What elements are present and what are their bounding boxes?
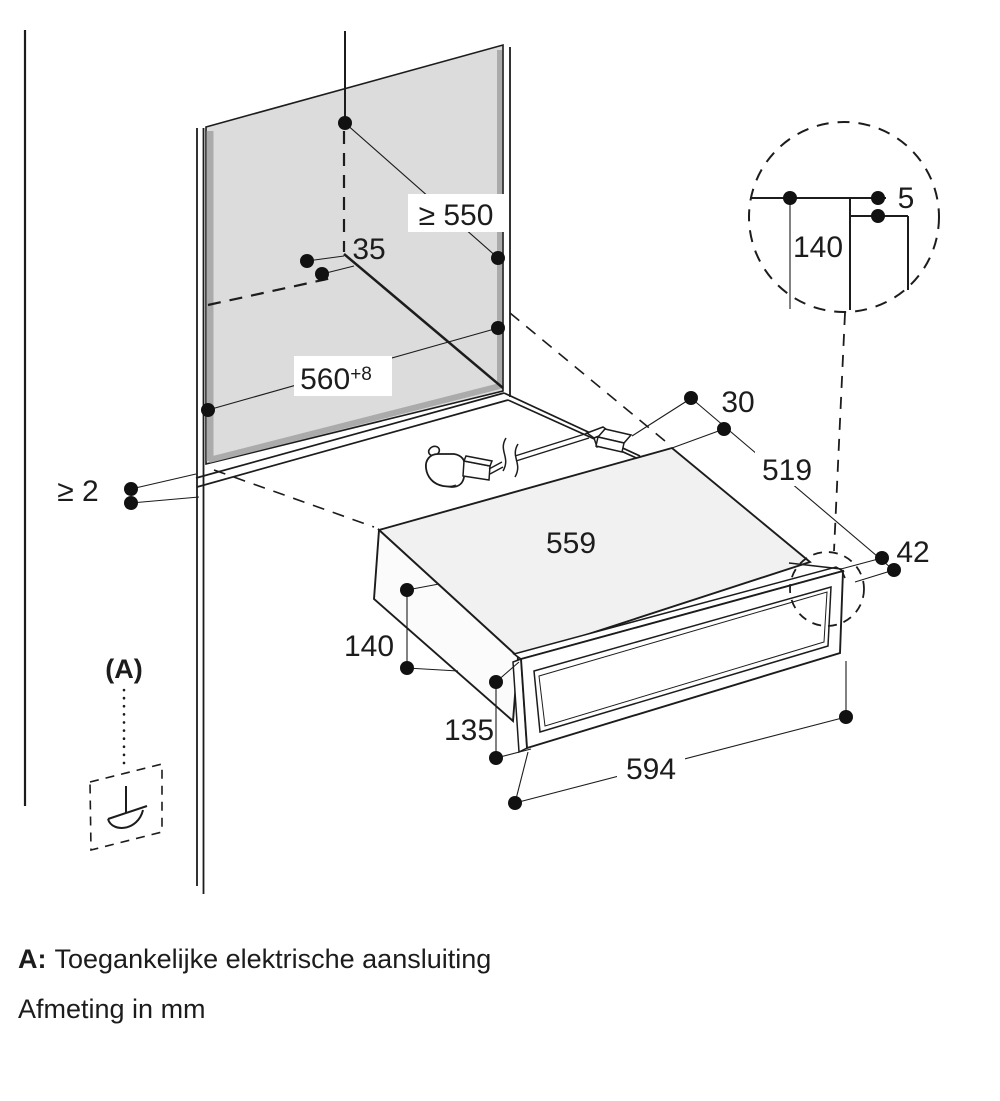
dot: [338, 116, 352, 130]
dot: [489, 751, 503, 765]
front-panel-inner-frame: [533, 585, 832, 733]
dot: [871, 209, 885, 223]
bg-niche-width: [294, 356, 392, 396]
label-backgrounds: [294, 194, 819, 785]
label-niche-width: 560+8: [300, 363, 372, 396]
section-a: (A): [89, 654, 163, 852]
front-panel-face: [519, 569, 844, 750]
dimension-dots: [124, 116, 901, 810]
projection-line-right: [509, 312, 666, 442]
detail-connector-line: [833, 312, 846, 552]
connector-right-front: [595, 436, 625, 453]
front-panel-glass-edge: [538, 591, 828, 727]
label-connection-offset: 35: [352, 233, 385, 266]
dim-leader-gap-2: [130, 496, 200, 504]
detail-circle: [748, 121, 940, 313]
dot: [684, 391, 698, 405]
shelf-front-edge-bottom: [196, 399, 509, 488]
label-niche-depth: ≥ 550: [419, 199, 494, 232]
notes: A:Toegankelijke elektrische aansluiting …: [18, 944, 491, 1024]
section-a-label: (A): [105, 654, 142, 684]
dim-leader-gap-1: [130, 473, 197, 490]
bg-appliance-depth: [755, 448, 819, 486]
dot: [400, 661, 414, 675]
plug-boot-top: [462, 455, 494, 467]
power-plug-icon: [425, 453, 467, 488]
projection-lines: [213, 312, 666, 528]
dot: [400, 583, 414, 597]
niche-bottom-corner-edge: [343, 253, 504, 389]
dot: [124, 496, 138, 510]
dimension-labels: ≥ 550 35 560+8 ≥ 2 30 519 42 559 140 135…: [57, 182, 929, 786]
bg-niche-depth: [408, 194, 504, 232]
dot: [508, 796, 522, 810]
socket-zone-box: [89, 762, 163, 852]
note-a: A:Toegankelijke elektrische aansluiting: [18, 944, 491, 974]
dot: [491, 251, 505, 265]
dot: [491, 321, 505, 335]
socket-chord: [107, 805, 148, 820]
dot: [875, 551, 889, 565]
label-detail-gap: 5: [898, 182, 915, 215]
note-units: Afmeting in mm: [18, 994, 206, 1024]
label-panel-height: 135: [444, 714, 494, 747]
dim-ext-panel-width-left: [514, 751, 529, 804]
plug-detail-line: [431, 480, 457, 487]
power-cord-assembly: [425, 426, 633, 488]
dot: [783, 191, 797, 205]
dim-leader-cord: [631, 398, 691, 437]
label-appliance-depth: 519: [762, 454, 812, 487]
label-appliance-width: 559: [546, 527, 596, 560]
label-front-protrusion: 42: [896, 536, 929, 569]
dot: [717, 422, 731, 436]
appliance: [373, 446, 846, 754]
niche: [195, 43, 644, 488]
socket-arc: [107, 809, 144, 829]
dot: [315, 267, 329, 281]
cord-right-bottom: [515, 437, 590, 462]
dot: [300, 254, 314, 268]
dim-leader-worktop-corner: [840, 557, 883, 570]
label-panel-width: 594: [626, 753, 676, 786]
cord-left-top: [488, 461, 503, 470]
wall-and-cabinet-edges: [23, 30, 205, 894]
bg-panel-width: [617, 747, 685, 785]
cord-left-bottom: [489, 466, 504, 475]
earthed-socket-icon: [107, 786, 148, 829]
dot: [201, 403, 215, 417]
label-detail-height: 140: [793, 231, 843, 264]
projection-line-left: [213, 469, 375, 528]
label-body-height: 140: [344, 630, 394, 663]
dim-leader-body-bottom: [406, 667, 459, 672]
dot: [839, 710, 853, 724]
cord-break-wave-1: [502, 437, 507, 472]
dot: [489, 675, 503, 689]
shelf-front-edge-top: [195, 392, 505, 479]
label-rear-space: 30: [721, 386, 754, 419]
detail-source-circle: [789, 551, 865, 627]
cord-right-top: [514, 432, 589, 457]
dim-leader-back-edge: [671, 428, 725, 449]
dot: [871, 191, 885, 205]
dim-line-niche-depth: [344, 122, 499, 259]
dot: [124, 482, 138, 496]
label-wall-gap: ≥ 2: [57, 475, 98, 508]
niche-panel-bottom-edge: [208, 383, 501, 463]
niche-hidden-edges: [207, 31, 504, 389]
dot: [887, 563, 901, 577]
appliance-left-face: [373, 527, 519, 723]
niche-back-panel: [205, 43, 504, 466]
